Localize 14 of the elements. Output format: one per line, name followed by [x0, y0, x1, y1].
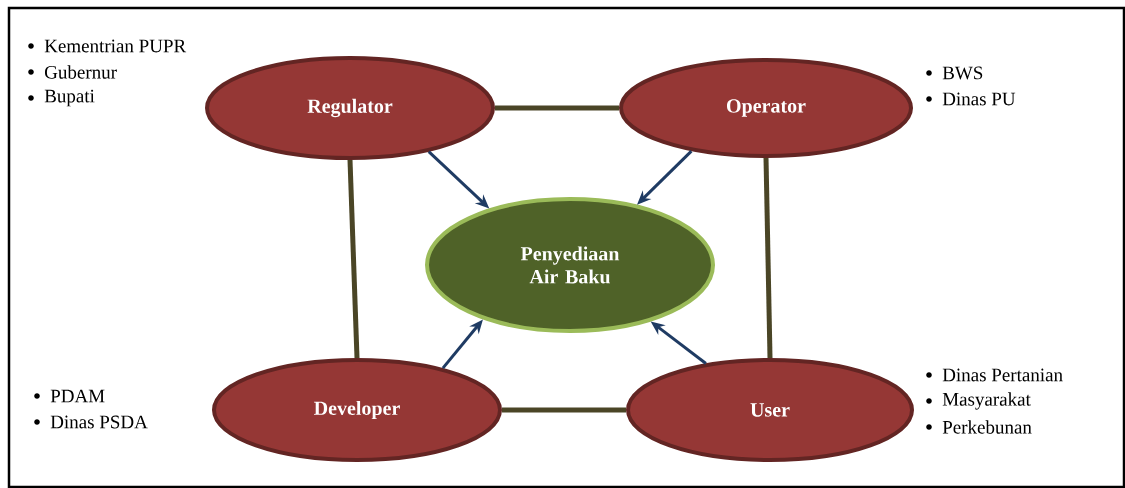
connector-line: [347, 159, 360, 359]
list-item: Dinas PSDA: [50, 415, 148, 429]
list-item: BWS: [942, 66, 983, 80]
list-item: Gubernur: [45, 65, 117, 79]
connector-line: [495, 105, 619, 111]
list-item: Bupati: [44, 89, 95, 107]
connector-line: [763, 157, 773, 359]
list-item: Kementrian PUPR: [44, 39, 187, 53]
list-item: Dinas Pertanian: [942, 368, 1063, 382]
list-item: Masyarakat: [942, 392, 1031, 410]
list-item: Dinas PU: [942, 92, 1016, 106]
connector-line: [502, 407, 626, 413]
list-item: PDAM: [50, 389, 105, 403]
list-item: Perkebunan: [942, 420, 1032, 434]
